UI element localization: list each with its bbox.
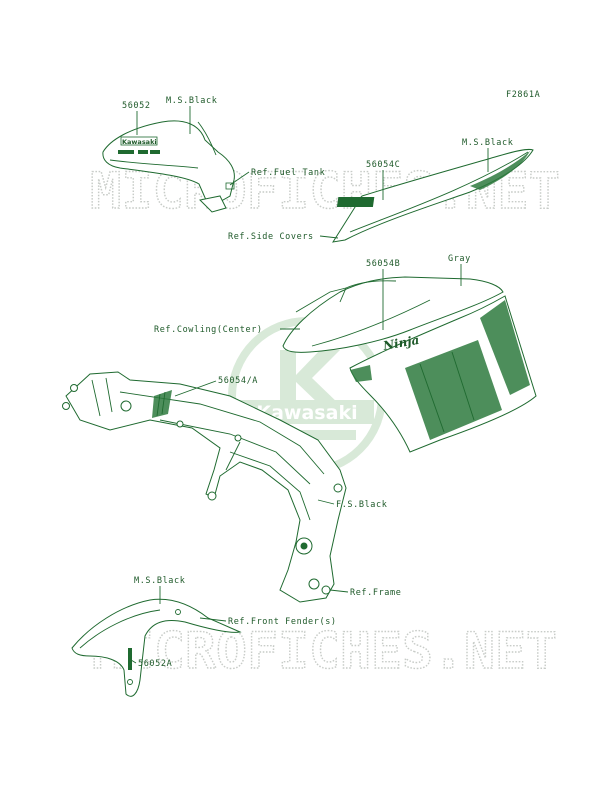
tank-logo-box [120, 136, 158, 146]
cowling-part-number: 56054B [366, 259, 400, 269]
front-fender-shape [71, 598, 242, 697]
ref-fuel-tank-label: Ref.Fuel Tank [251, 168, 325, 178]
kawasaki-logo-text: Kawasaki [256, 402, 357, 424]
watermark-text-bottom: MICROFICHES.NET [92, 622, 557, 680]
ref-frame-label: Ref.Frame [350, 588, 401, 598]
fuel-tank-tab [198, 195, 227, 213]
ref-cowling-center-label: Ref.Cowling(Center) [154, 325, 263, 335]
fender-part-number: 56052A [138, 659, 172, 669]
side-logo-box: 1000 [336, 197, 408, 207]
side-logo-text: 1000 [381, 198, 408, 207]
cowling-color-label: Gray [448, 254, 471, 264]
ref-front-fender-label: Ref.Front Fender(s) [228, 617, 337, 627]
cowl-logo-text: Ninja [381, 333, 420, 353]
frame-color-label: F.S.Black [336, 500, 387, 510]
diagram-id-label: F2861A [506, 90, 540, 100]
frame-main-shape [65, 371, 347, 603]
side-cover-decal-group: 1000 56054C M.S.Black Ref.Side Covers [228, 138, 534, 243]
tank-color-label: M.S.Black [166, 96, 217, 106]
side-cover-part-number: 56054C [366, 160, 400, 170]
frame-bolt-holes [62, 384, 343, 595]
cowling-upper-shape [282, 276, 504, 353]
cowling-decal-group: Ninja 56054B Gray Ref.Cowling(Center) [154, 254, 537, 453]
fuel-tank-cover-shape [102, 120, 235, 205]
frame-decal-group: 56054/A F.S.Black Ref.Frame [62, 371, 401, 603]
frame-decal-mark [152, 390, 172, 418]
ref-side-covers-label: Ref.Side Covers [228, 232, 314, 242]
fender-color-label: M.S.Black [134, 576, 185, 586]
tank-logo-text: Kawasaki [122, 138, 157, 146]
side-cover-color-label: M.S.Black [462, 138, 513, 148]
tank-part-number: 56052 [122, 101, 151, 111]
frame-part-number: 56054/A [218, 376, 258, 386]
fuel-tank-decal-group: Kawasaki 56052 M.S.Black Ref.Fuel Tank [102, 96, 325, 213]
front-fender-decal-group: M.S.Black Ref.Front Fender(s) 56052A [71, 576, 337, 697]
